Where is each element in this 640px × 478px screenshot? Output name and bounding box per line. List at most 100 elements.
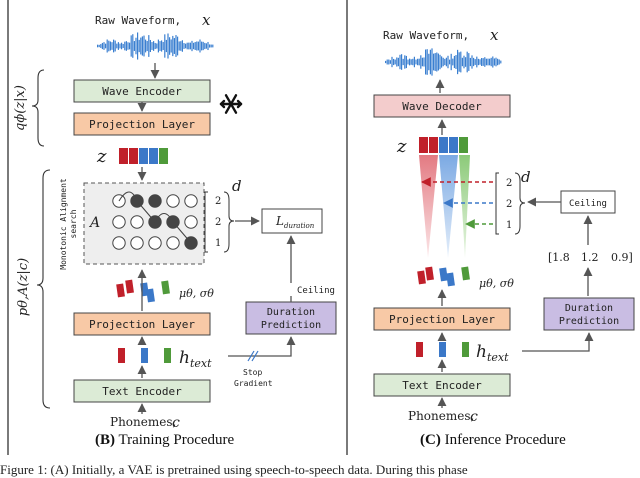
mu-sigma-inference: μθ, σθ [479,277,514,290]
stop-gradient-mark [251,350,259,362]
q-label: qϕ(z|x) [13,85,28,131]
alignment-cell-empty [184,194,198,208]
alignment-grid [112,191,198,250]
alignment-path [118,191,192,244]
duration-prediction-label-2: Prediction [261,320,321,331]
alignment-cell-empty [166,194,180,208]
inference-panel: Raw Waveform, x Wave Decoder z d 2 2 1 C… [373,26,635,425]
projection-layer-box-inference [373,307,511,331]
duration-prediction-label-1: Duration [267,307,315,318]
d-value: 2 [215,217,221,228]
d-vector-left-bracket-inference [495,172,499,235]
expansion-cone-red [419,155,438,258]
phonemes-var-inference: c [470,409,478,425]
text-encoder-label-training: Text Encoder [102,385,182,398]
alignment-cell-empty [112,215,126,229]
z-label-inference: z [396,136,407,157]
gaussian-params-training [116,279,170,303]
alignment-cell-empty [112,236,126,250]
text-encoder-box-inference [373,373,511,397]
snowflake-icon [219,94,243,114]
stop-gradient-mark [247,350,255,362]
phonemes-var-training: c [172,415,180,431]
raw-waveform-var: x [202,11,211,29]
alignment-cell-filled [148,194,162,208]
duration-value: [1.8 [548,251,570,264]
duration-prediction-inference-2: Prediction [559,316,619,327]
z-block-blue [449,137,458,153]
mas-label-line2: search [69,209,78,238]
mu-sigma-training: μθ, σθ [179,287,214,300]
text-encoder-label-inference: Text Encoder [402,379,482,392]
ceiling-label-training: Ceiling [297,286,335,296]
z-block-red [119,148,128,164]
duration-prediction-box-training [245,301,337,335]
projection-layer-bottom-box [73,312,211,336]
z-block-blue [139,148,148,164]
waveform-icon [385,48,502,76]
z-label-training: z [96,146,107,167]
l-duration-label: Lduration [275,214,315,230]
stop-gradient-label-2: Gradient [234,379,273,388]
z-block-blue [149,148,158,164]
z-block-red [419,137,428,153]
alignment-cell-empty [166,236,180,250]
expansion-cone-blue [439,155,458,258]
d-vector-right-brace-inference [514,172,526,235]
d-value: 2 [506,199,512,210]
duration-prediction-inference-1: Duration [565,303,613,314]
expansion-cone-green [459,155,470,258]
d-value: 2 [215,196,221,207]
d-vector-right-brace [223,191,235,253]
h-text-blocks-training [118,348,171,363]
h-text-inference: htext [476,342,509,364]
duration-prediction-box-inference [543,297,635,331]
d-label-training: d [232,177,242,195]
raw-waveform-label: Raw Waveform, [95,14,181,27]
caption-inference: (C) Inference Procedure [420,432,566,448]
alignment-cell-empty [184,215,198,229]
arrow-h-to-duration-pred-inference [522,332,594,352]
text-encoder-box-training [73,379,211,403]
raw-waveform-var-inference: x [490,26,499,44]
wave-decoder-box [373,94,511,118]
d-value: 2 [506,178,512,189]
z-block-red [129,148,138,164]
phonemes-label-inference: Phonemes, [408,409,474,423]
alignment-cell-empty [148,236,162,250]
wave-decoder-label: Wave Decoder [402,100,482,113]
projection-layer-top-label: Projection Layer [89,118,195,131]
duration-value: 1.2 [581,251,599,264]
monotonic-alignment-search-box [83,182,205,265]
stop-gradient-label-1: Stop [243,368,262,377]
raw-waveform-label-inference: Raw Waveform, [383,29,469,42]
d-value: 1 [215,238,221,249]
d-value: 1 [506,220,512,231]
mas-label-line1: Monotonic Alignment [59,178,68,270]
z-block-blue [439,137,448,153]
z-block-green [159,148,168,164]
d-label-inference: d [521,168,531,186]
h-text-training: htext [179,348,212,370]
projection-layer-bottom-label: Projection Layer [89,318,195,331]
ceiling-label-inference: Ceiling [569,199,607,209]
l-duration-box [261,208,323,234]
phonemes-label-training: Phonemes, [110,415,176,429]
alignment-cell-empty [130,236,144,250]
duration-value: 0.9] [611,251,633,264]
p-bracket [36,169,51,409]
p-label: pθ,A(z|c) [16,258,31,316]
projection-layer-label-inference: Projection Layer [389,313,495,326]
alignment-cell-empty [130,215,144,229]
projection-layer-top-box [73,112,211,136]
d-vector-left-bracket [204,191,208,253]
h-text-blocks-inference [416,342,469,357]
z-block-green [459,137,468,153]
caption-training: (B) Training Procedure [95,432,235,448]
z-block-red [429,137,438,153]
training-panel: Raw Waveform, x Wave Encoder Projection … [13,11,337,431]
A-label: A [88,215,100,231]
arrow-h-to-duration-prediction [228,336,296,357]
gaussian-params-inference [417,266,470,287]
q-bracket [31,69,45,147]
